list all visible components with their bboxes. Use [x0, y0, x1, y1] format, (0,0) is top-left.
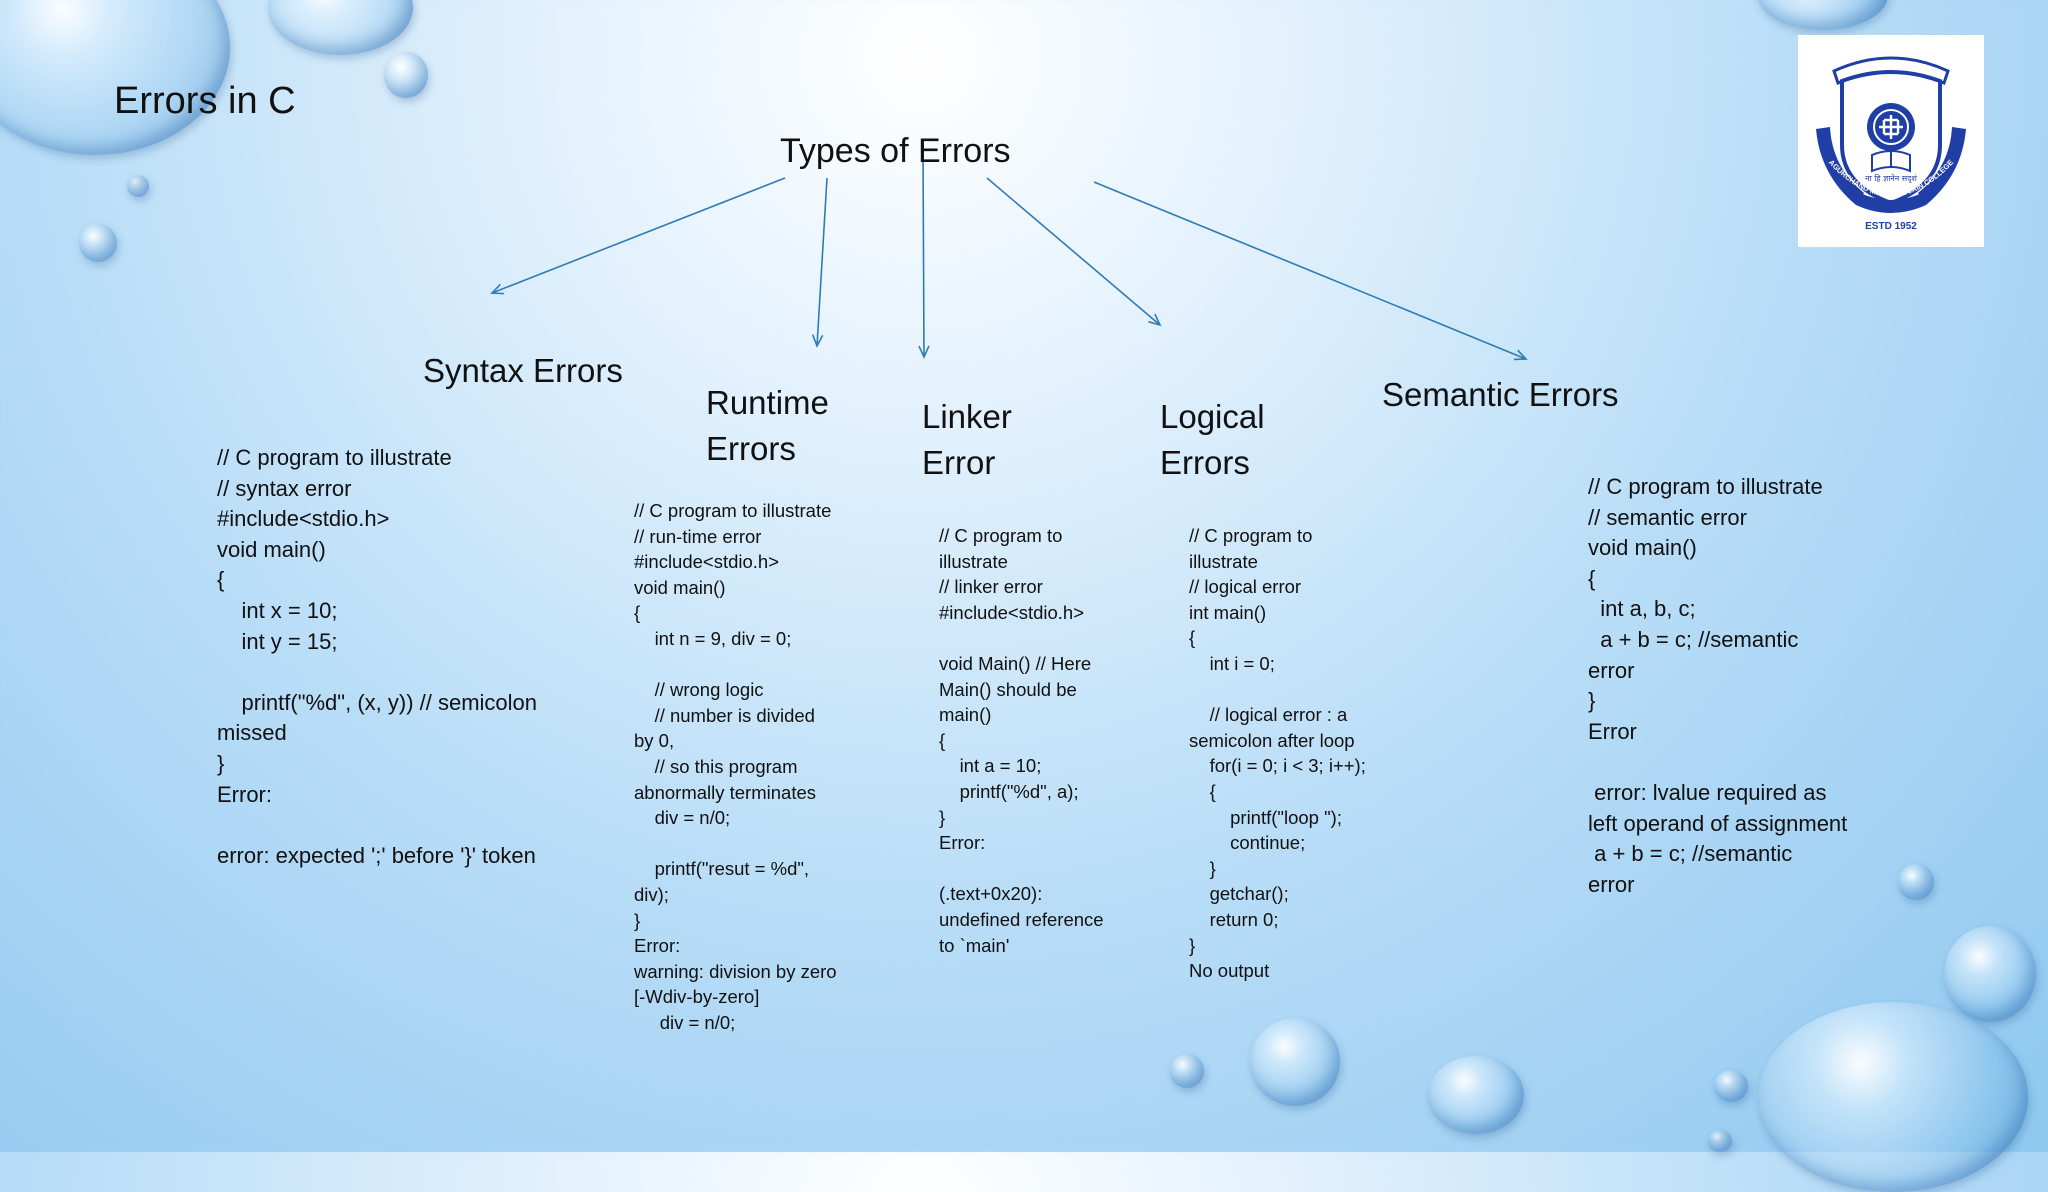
college-crest-icon: ESTD 1952 AGURCHAND MANMULL JAIN COLLEGE… — [1816, 56, 1966, 232]
runtime-errors-code: // C program to illustrate // run-time e… — [634, 500, 837, 1033]
arrow-to-syntax-errors — [490, 177, 786, 295]
runtime-errors-title: Runtime Errors — [706, 384, 829, 467]
slide-title: Errors in C — [114, 80, 296, 122]
semantic-errors-code: // C program to illustrate // semantic e… — [1588, 474, 1848, 897]
arrow-to-logical-errors — [986, 177, 1162, 327]
logical-errors-code: // C program to illustrate // logical er… — [1189, 525, 1366, 982]
linker-error-title: Linker Error — [922, 398, 1012, 481]
syntax-errors-title: Syntax Errors — [423, 352, 623, 389]
logical-errors-title: Logical Errors — [1160, 398, 1265, 481]
diagram-arrows — [490, 149, 1528, 361]
water-drop — [1944, 926, 2036, 1022]
water-drop — [1250, 1018, 1340, 1106]
water-drop — [79, 224, 117, 262]
water-drop — [1428, 1056, 1524, 1134]
semantic-errors-title: Semantic Errors — [1382, 376, 1619, 413]
syntax-errors-code: // C program to illustrate // syntax err… — [217, 445, 538, 868]
diagram-root-title: Types of Errors — [780, 132, 1011, 170]
water-drop — [1714, 1070, 1748, 1102]
arrow-to-semantic-errors — [1093, 181, 1528, 361]
arrow-to-runtime-errors — [811, 177, 828, 348]
water-drop — [127, 175, 149, 197]
arrow-to-linker-error — [918, 149, 930, 359]
college-logo: ESTD 1952 AGURCHAND MANMULL JAIN COLLEGE… — [1798, 35, 1984, 247]
linker-error-code: // C program to illustrate // linker err… — [939, 525, 1104, 956]
logo-estd: ESTD 1952 — [1865, 221, 1917, 232]
water-drop — [1708, 1130, 1732, 1152]
logo-motto: ना हि ज्ञानेन सदृशं — [1865, 173, 1917, 184]
water-drop — [384, 52, 428, 98]
water-drop — [1898, 864, 1934, 900]
water-drop — [1170, 1054, 1204, 1088]
